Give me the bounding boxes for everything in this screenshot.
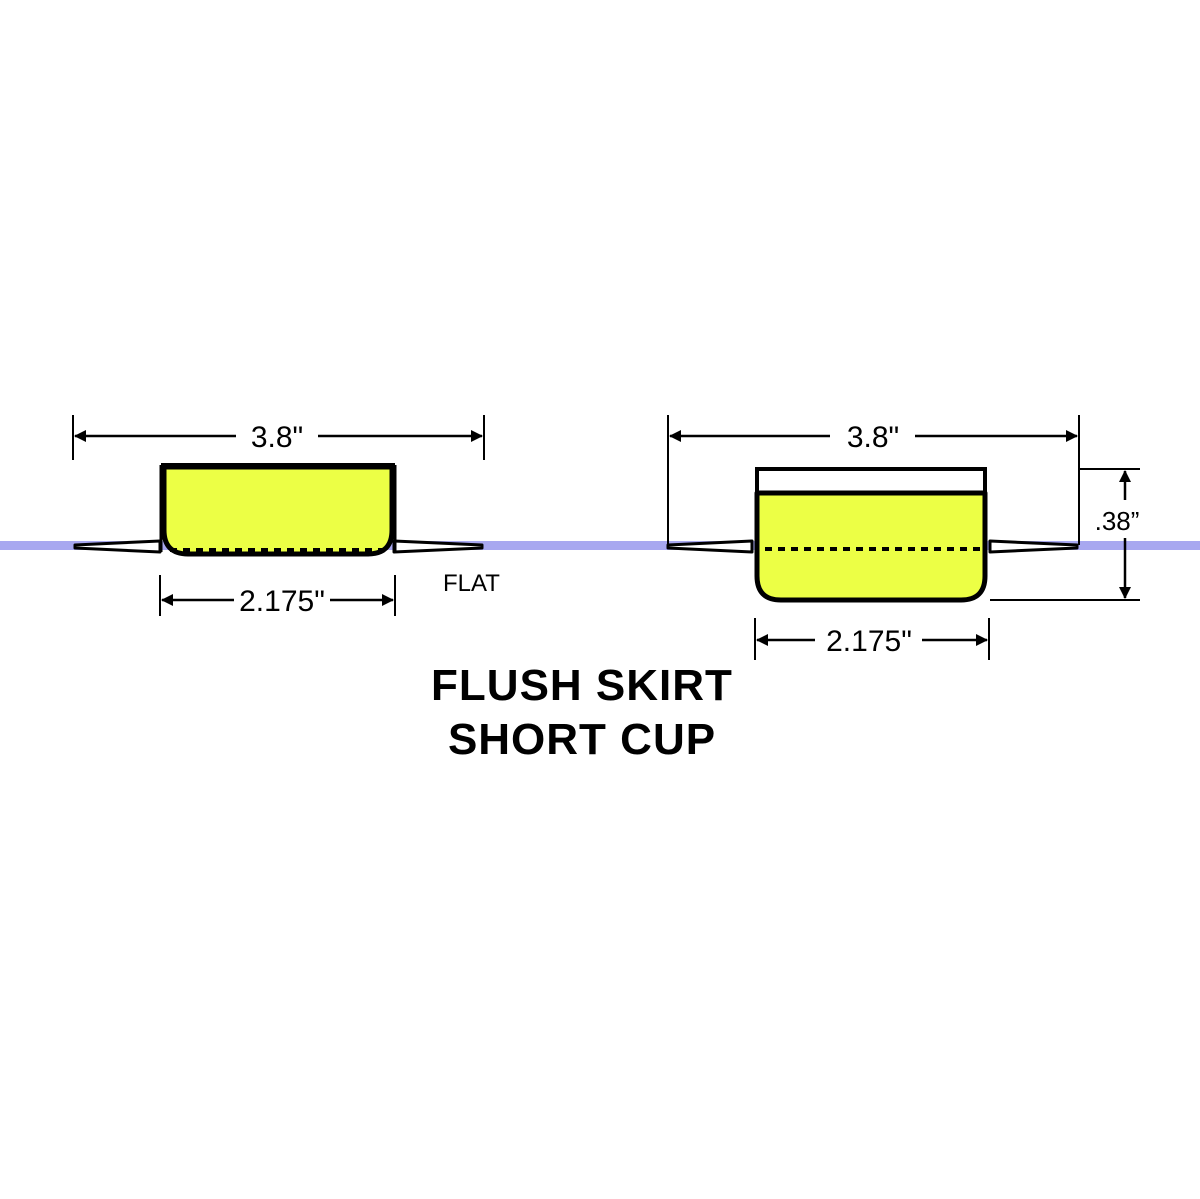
- right-skirt-right: [988, 539, 1079, 554]
- right-depth-label: .38”: [1095, 506, 1140, 536]
- left-cup-body: [161, 464, 395, 557]
- right-width-dimension: 3.8": [667, 415, 1080, 545]
- right-cup-width-label: 2.175": [826, 625, 912, 658]
- right-cup-drawing: [666, 467, 1079, 603]
- right-cup-width-dimension: 2.175": [754, 618, 990, 660]
- left-cup-drawing: [73, 463, 484, 557]
- left-width-label: 3.8": [251, 421, 303, 454]
- left-cup-width-label: 2.175": [239, 585, 325, 618]
- right-skirt-left: [666, 539, 754, 554]
- flat-label: FLAT: [443, 570, 500, 597]
- surface-line: [0, 541, 1200, 550]
- left-cup-width-dimension: 2.175": [159, 575, 396, 618]
- right-depth-dimension: .38”: [990, 468, 1140, 601]
- title-line-2: SHORT CUP: [448, 715, 716, 764]
- right-width-label: 3.8": [847, 421, 899, 454]
- left-width-dimension: 3.8": [72, 415, 485, 460]
- right-cup-rim-band: [755, 467, 987, 495]
- title-line-1: FLUSH SKIRT: [431, 661, 733, 710]
- right-cup-body: [754, 490, 988, 603]
